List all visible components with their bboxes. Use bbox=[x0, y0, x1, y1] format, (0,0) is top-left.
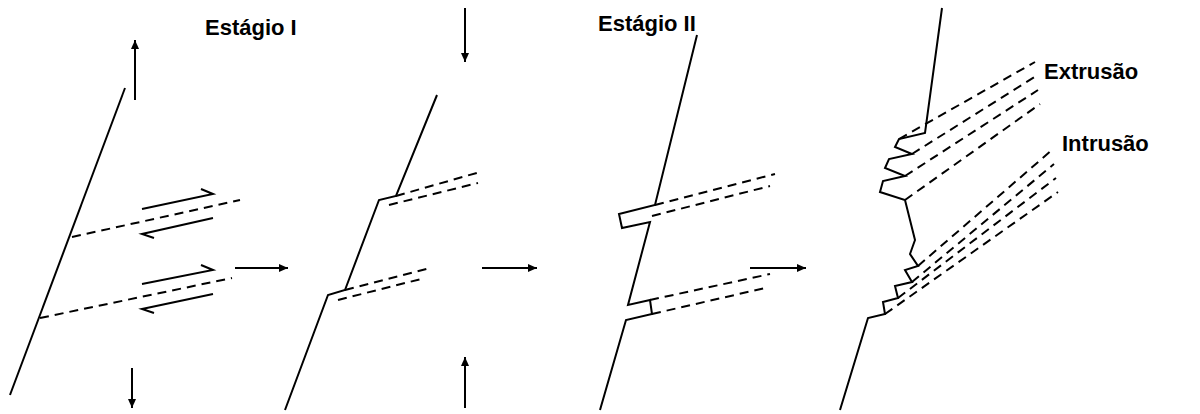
step-arrow bbox=[750, 267, 806, 269]
slip-plane bbox=[912, 164, 1054, 282]
slip-plane bbox=[650, 274, 770, 300]
stage-label: Estágio I bbox=[205, 16, 297, 40]
slip-plane bbox=[396, 172, 480, 196]
stage-label: Estágio II bbox=[598, 12, 696, 36]
drawing-group bbox=[10, 8, 1058, 410]
slip-plane bbox=[912, 76, 1036, 154]
slip-plane bbox=[918, 150, 1052, 266]
slip-plane bbox=[899, 62, 1035, 139]
load-arrow bbox=[134, 40, 136, 100]
shear-arrow bbox=[142, 265, 213, 284]
step-arrow bbox=[482, 267, 537, 269]
slip-line bbox=[600, 35, 697, 410]
slip-line bbox=[840, 8, 942, 410]
slip-plane bbox=[905, 104, 1040, 200]
slip-plane bbox=[885, 192, 1058, 314]
slip-plane bbox=[652, 288, 765, 314]
slip-line bbox=[285, 95, 437, 410]
shear-arrow bbox=[142, 218, 213, 238]
slip-plane bbox=[898, 178, 1056, 298]
feature-label: Intrusão bbox=[1062, 132, 1149, 156]
slip-plane bbox=[345, 268, 430, 290]
slip-plane bbox=[40, 278, 232, 318]
load-arrow bbox=[464, 357, 466, 408]
slip-plane bbox=[905, 90, 1038, 176]
slip-plane bbox=[655, 174, 775, 205]
load-arrow bbox=[131, 368, 133, 408]
shear-arrow bbox=[142, 189, 213, 209]
feature-label: Extrusão bbox=[1044, 60, 1138, 84]
shear-arrow bbox=[142, 294, 213, 313]
load-arrow bbox=[464, 8, 466, 62]
step-arrow bbox=[235, 267, 288, 269]
slip-line bbox=[10, 88, 125, 395]
